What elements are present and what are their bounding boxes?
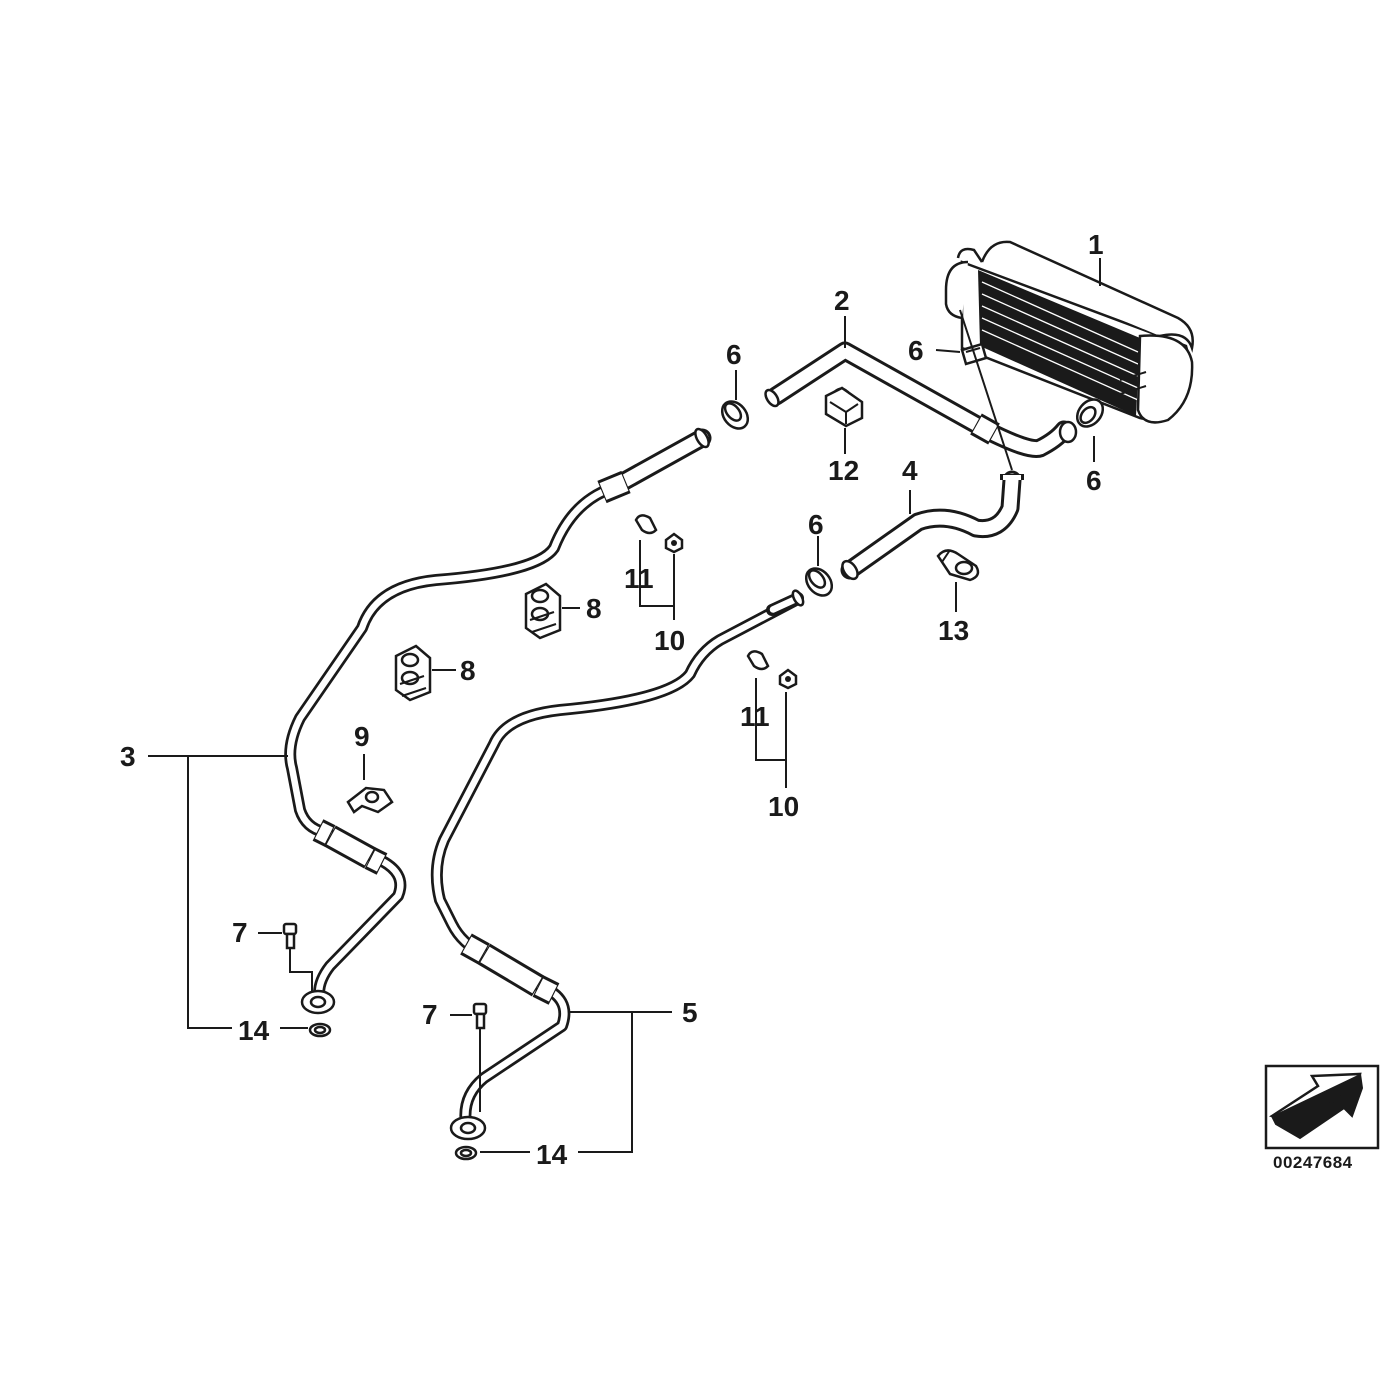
callout-6-upper-clamp: 6 bbox=[726, 339, 742, 370]
pipe-holder-icon[interactable] bbox=[394, 644, 432, 702]
callout-7-left: 7 bbox=[232, 917, 248, 948]
oil-cooler-icon[interactable] bbox=[944, 240, 1194, 424]
hose-clamp-icon[interactable] bbox=[801, 563, 837, 600]
hose-clamp-icon[interactable] bbox=[1058, 394, 1108, 444]
nut-icon[interactable] bbox=[664, 532, 684, 554]
callout-6-outlet-clamp: 6 bbox=[1086, 465, 1102, 496]
callout-labels: 1 2 3 4 5 6 6 6 6 7 7 8 8 9 10 10 11 11 … bbox=[120, 229, 1104, 1170]
pipe-holder-icon[interactable] bbox=[524, 582, 562, 640]
coolant-hose-4[interactable] bbox=[839, 470, 1024, 582]
clip-icon[interactable] bbox=[634, 514, 658, 535]
hose-clamp-icon[interactable] bbox=[717, 396, 753, 433]
oil-line-3[interactable] bbox=[284, 427, 712, 1015]
document-number: 00247684 bbox=[1273, 1153, 1353, 1172]
callout-11-upper: 11 bbox=[624, 563, 654, 594]
callout-1: 1 bbox=[1088, 229, 1104, 260]
callout-2: 2 bbox=[834, 285, 850, 316]
callout-7-right: 7 bbox=[422, 999, 438, 1030]
direction-arrow-icon bbox=[1264, 1064, 1380, 1150]
oil-line-5[interactable] bbox=[430, 589, 805, 1141]
coolant-hose-2[interactable] bbox=[763, 341, 1074, 459]
seal-ring-icon[interactable] bbox=[454, 1145, 478, 1161]
pipe-holder-icon[interactable] bbox=[346, 786, 394, 814]
callout-10-lower: 10 bbox=[768, 791, 799, 822]
callout-14-right: 14 bbox=[536, 1139, 568, 1170]
callout-9: 9 bbox=[354, 721, 370, 752]
callout-6-lower-clamp: 6 bbox=[808, 509, 824, 540]
seal-ring-icon[interactable] bbox=[308, 1022, 332, 1038]
callout-8-upper: 8 bbox=[586, 593, 602, 624]
leader-lines bbox=[148, 258, 1101, 1153]
nut-icon[interactable] bbox=[778, 668, 798, 690]
pipe-holder-icon[interactable] bbox=[824, 386, 864, 428]
pipe-holder-icon[interactable] bbox=[936, 549, 980, 582]
callout-11-lower: 11 bbox=[740, 701, 770, 732]
callout-6-cooler-clamp: 6 bbox=[908, 335, 924, 366]
callout-4: 4 bbox=[902, 455, 918, 486]
callout-12: 12 bbox=[828, 455, 859, 486]
callout-14-left: 14 bbox=[238, 1015, 270, 1046]
clip-icon[interactable] bbox=[746, 650, 770, 671]
bolt-icon[interactable] bbox=[282, 922, 298, 950]
bolt-icon[interactable] bbox=[472, 1002, 488, 1030]
callout-13: 13 bbox=[938, 615, 969, 646]
callout-3: 3 bbox=[120, 741, 136, 772]
callout-10-upper: 10 bbox=[654, 625, 685, 656]
callout-5: 5 bbox=[682, 997, 698, 1028]
callout-8-lower: 8 bbox=[460, 655, 476, 686]
